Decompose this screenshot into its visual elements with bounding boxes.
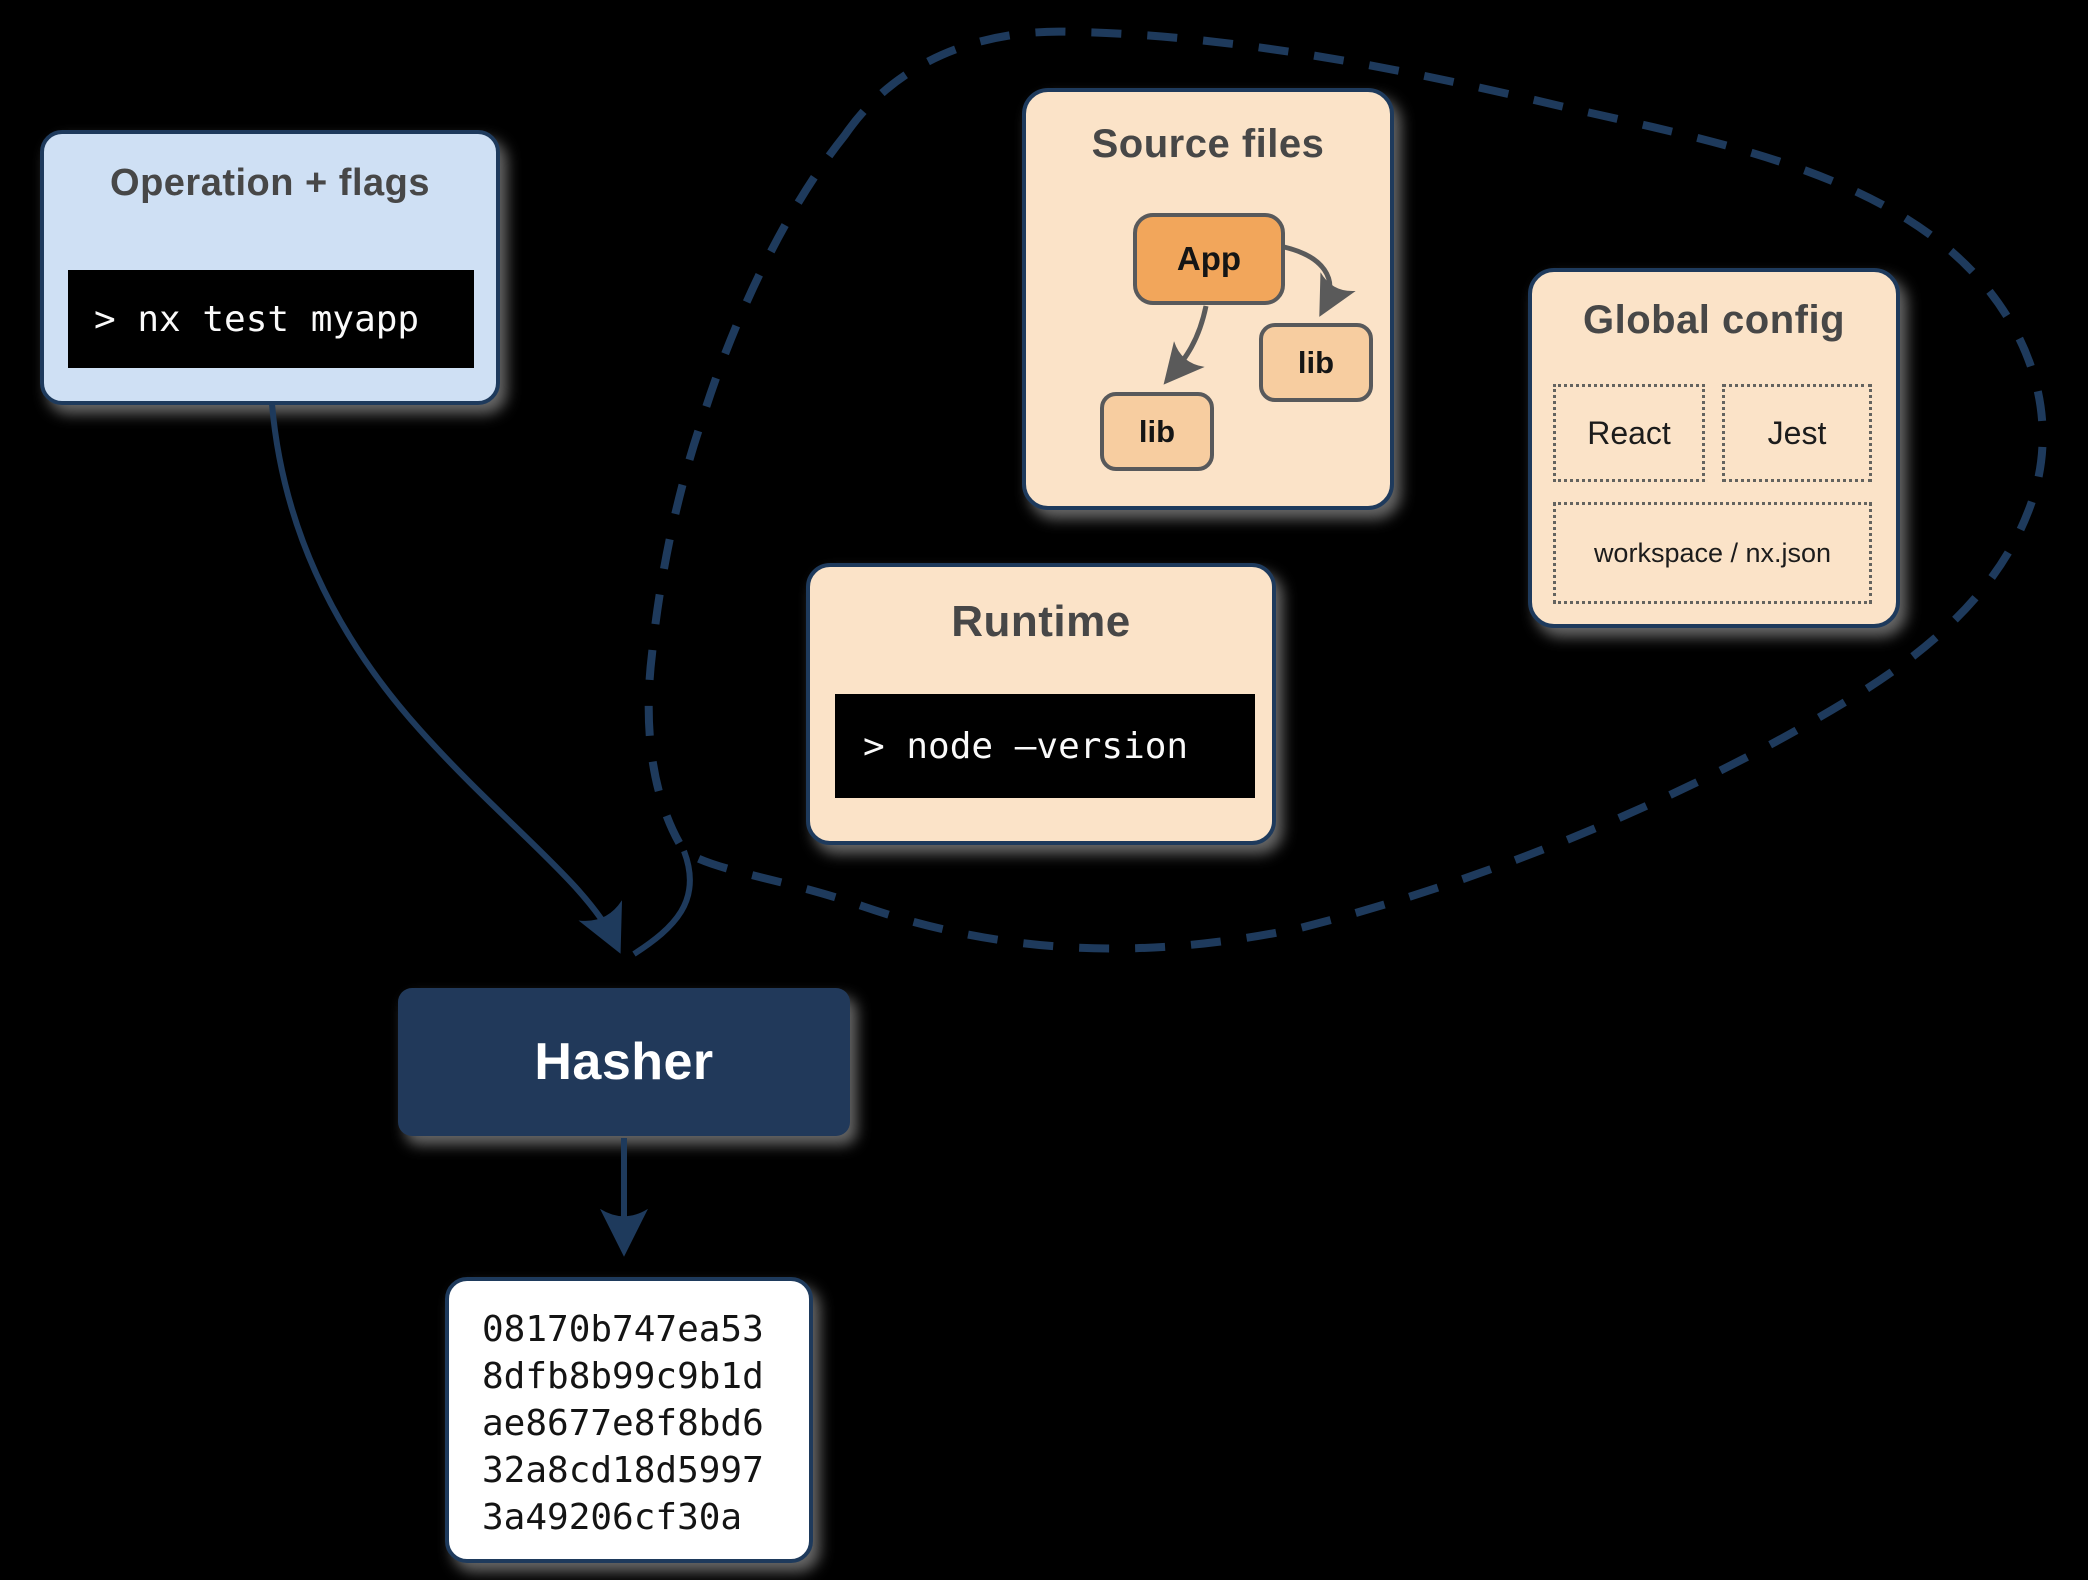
source-files-box: Source files App lib lib [1022, 88, 1394, 510]
app-node: App [1133, 213, 1285, 305]
hasher-box: Hasher [398, 988, 850, 1136]
runtime-terminal: > node –version [835, 694, 1255, 798]
global-config-title: Global config [1582, 298, 1846, 342]
operation-command-text: > nx test myapp [94, 298, 420, 340]
hash-output-box: 08170b747ea53 8dfb8b99c9b1d ae8677e8f8bd… [445, 1277, 813, 1563]
runtime-box: Runtime > node –version [806, 563, 1276, 845]
hasher-label: Hasher [534, 1033, 714, 1091]
operation-flags-title: Operation + flags [110, 162, 430, 204]
hash-line: ae8677e8f8bd6 [482, 1403, 764, 1444]
runtime-title: Runtime [951, 597, 1131, 646]
global-config-react: React [1553, 384, 1705, 482]
operation-terminal: > nx test myapp [68, 270, 474, 368]
arrow-cloud-to-hasher [632, 849, 693, 957]
arrow-operation-to-hasher [269, 403, 622, 954]
global-config-jest: Jest [1722, 384, 1872, 482]
lib-node-right: lib [1259, 323, 1373, 402]
global-config-workspace: workspace / nx.json [1553, 502, 1872, 604]
runtime-command-text: > node –version [863, 725, 1189, 767]
global-config-box: Global config React Jest workspace / nx.… [1528, 268, 1900, 628]
hash-line: 32a8cd18d5997 [482, 1450, 764, 1491]
hash-line: 3a49206cf30a [482, 1497, 743, 1538]
operation-flags-box: Operation + flags > nx test myapp [40, 130, 500, 405]
source-files-title: Source files [1091, 122, 1325, 166]
hash-line: 8dfb8b99c9b1d [482, 1356, 764, 1397]
lib-node-left: lib [1100, 392, 1214, 471]
hash-line: 08170b747ea53 [482, 1309, 764, 1350]
